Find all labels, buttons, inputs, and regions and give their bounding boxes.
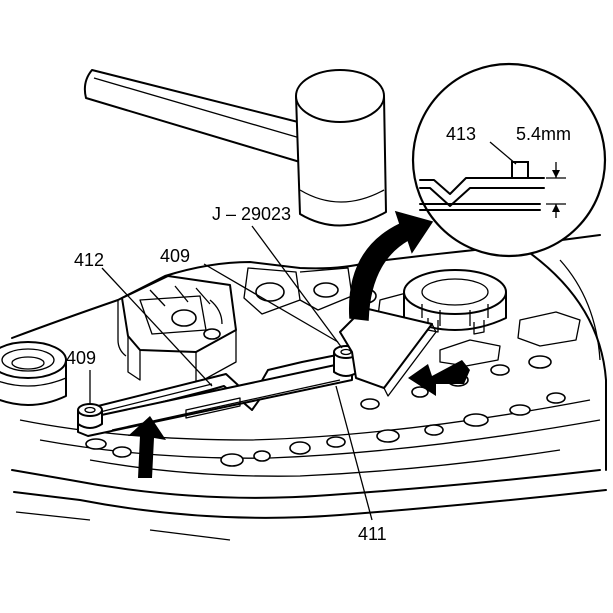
push-arrow-left <box>128 416 166 478</box>
case-passages <box>85 288 581 467</box>
case-boss-left <box>0 341 67 406</box>
callout-leaders <box>89 225 373 521</box>
detail-circle <box>411 62 607 258</box>
label-bolt-409-left: 409 <box>66 348 96 368</box>
casting-ribs <box>117 267 353 385</box>
mallet-hammer <box>83 69 387 227</box>
label-j-29023: J – 29023 <box>212 204 291 224</box>
detail-pointer-arrow <box>349 210 434 321</box>
label-spring-plate-412: 412 <box>74 250 104 270</box>
label-bolt-409-upper: 409 <box>160 246 190 266</box>
label-dimension-5-4mm: 5.4mm <box>516 124 571 144</box>
castellated-sleeve <box>403 269 507 335</box>
bolt-409-left <box>77 403 103 429</box>
push-arrow-right <box>408 360 470 396</box>
label-retainer-plate-411: 411 <box>358 524 387 544</box>
label-detail-413: 413 <box>446 124 476 144</box>
